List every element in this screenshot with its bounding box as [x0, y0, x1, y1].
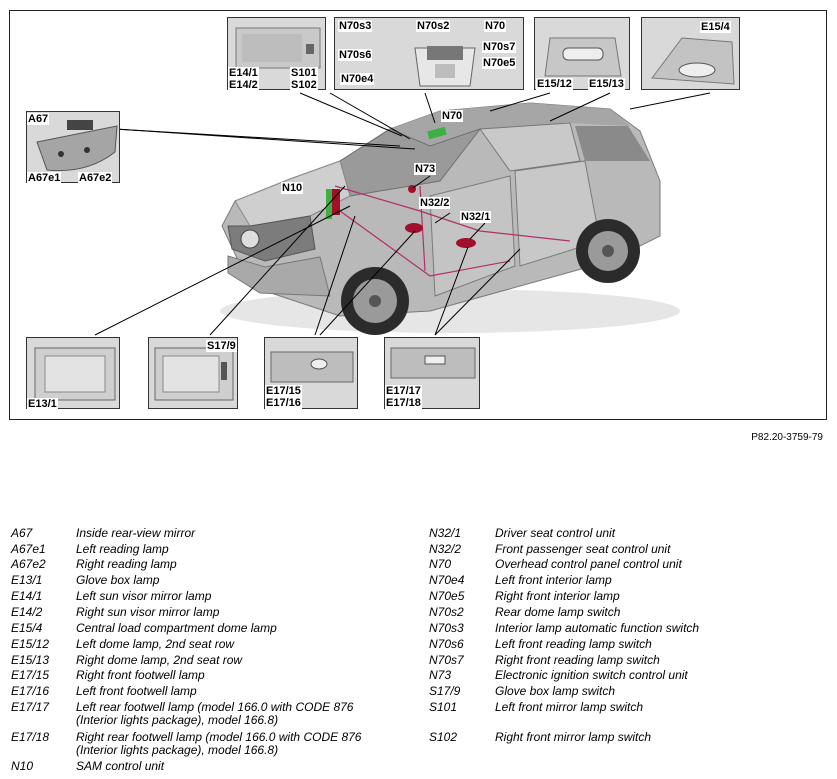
- callout-n70: N70: [484, 20, 507, 32]
- callout-e15-4: E15/4: [700, 21, 731, 33]
- callout-e14-1: E14/1: [228, 67, 259, 79]
- callout-a67e2: A67e2: [78, 172, 113, 184]
- thumb-dome-lamps: [534, 17, 630, 90]
- car-illustration: [94, 92, 711, 336]
- callout-n70s7: N70s7: [482, 41, 517, 53]
- thumb-glove-box: [26, 337, 120, 409]
- callout-s17-9: S17/9: [206, 340, 237, 352]
- callout-n70e5: N70e5: [482, 57, 517, 69]
- callout-n70-car: N70: [441, 110, 464, 122]
- callout-e15-12: E15/12: [536, 78, 573, 90]
- callout-n32-2: N32/2: [419, 197, 451, 209]
- callout-n70s3: N70s3: [338, 20, 373, 32]
- callout-e17-16: E17/16: [265, 397, 302, 409]
- callout-n32-1: N32/1: [460, 211, 492, 223]
- thumb-glove-box-switch: [148, 337, 238, 409]
- callout-a67e1: A67e1: [27, 172, 62, 184]
- callout-e17-17: E17/17: [385, 385, 422, 397]
- callout-e13-1: E13/1: [27, 398, 58, 410]
- figure-reference: P82.20-3759-79: [751, 432, 823, 443]
- callout-n70s2: N70s2: [416, 20, 451, 32]
- callout-s101: S101: [290, 67, 318, 79]
- callout-e17-15: E17/15: [265, 385, 302, 397]
- component-location-figure: A67 A67e1 A67e2 E14/1 E14/2 S101 S102 N7…: [9, 10, 827, 420]
- callout-n73: N73: [414, 163, 437, 175]
- callout-n70e4: N70e4: [340, 73, 375, 85]
- thumb-front-footwell: [264, 337, 358, 409]
- callout-n70s6: N70s6: [338, 49, 373, 61]
- callout-e17-18: E17/18: [385, 397, 422, 409]
- callout-n10: N10: [281, 182, 304, 194]
- callout-e14-2: E14/2: [228, 79, 259, 91]
- callout-a67: A67: [27, 113, 50, 125]
- callout-s102: S102: [290, 79, 318, 91]
- callout-e15-13: E15/13: [588, 78, 625, 90]
